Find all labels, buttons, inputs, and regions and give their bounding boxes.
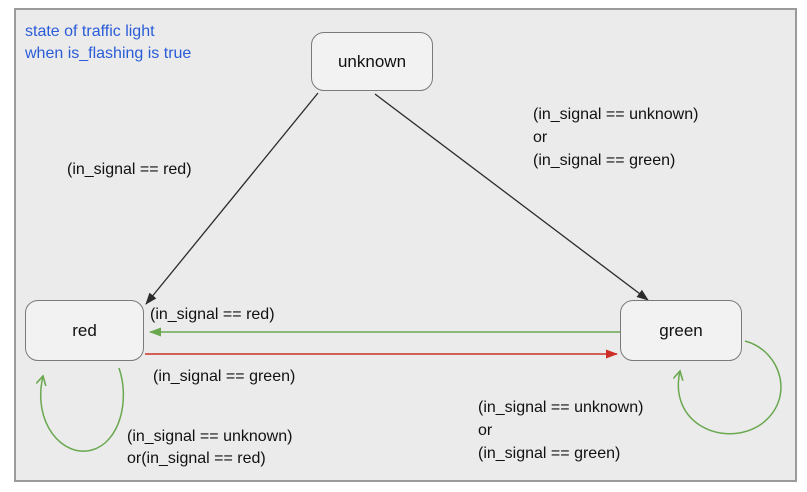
transition-green-self-loop-label-line3: (in_signal == green) <box>478 445 621 462</box>
transition-unknown-to-green-label-line1: (in_signal == unknown) <box>533 106 699 123</box>
transition-unknown-to-green-arrow[interactable] <box>374 93 649 301</box>
diagram-title-line1: state of traffic light <box>25 23 155 40</box>
transition-unknown-to-green-label: (in_signal == unknown) or (in_signal == … <box>533 103 698 172</box>
transition-green-to-red-label: (in_signal == red) <box>150 306 275 323</box>
transition-red-self-loop-label-line1: (in_signal == unknown) <box>127 428 293 445</box>
transition-green-self-loop-arrow[interactable] <box>678 340 782 435</box>
transition-green-self-loop-label: (in_signal == unknown) or (in_signal == … <box>478 396 643 465</box>
state-unknown[interactable]: unknown <box>311 32 433 91</box>
transition-red-self-loop-arrow[interactable] <box>41 367 125 452</box>
diagram-title: state of traffic light when is_flashing … <box>25 21 191 65</box>
transition-green-self-loop-label-line1: (in_signal == unknown) <box>478 399 644 416</box>
transition-unknown-to-green-label-line2: or <box>533 129 548 146</box>
state-diagram-panel: state of traffic light when is_flashing … <box>14 8 797 482</box>
state-green-label: green <box>659 320 703 340</box>
transition-green-self-loop-label-line2: or <box>478 422 493 439</box>
state-red[interactable]: red <box>25 300 144 361</box>
transition-red-to-green-label: (in_signal == green) <box>153 368 296 385</box>
state-green[interactable]: green <box>620 300 742 361</box>
state-red-label: red <box>72 320 97 340</box>
state-unknown-label: unknown <box>337 51 407 71</box>
diagram-title-line2: when is_flashing is true <box>25 45 192 62</box>
transition-arrows-layer <box>16 92 782 452</box>
transition-red-self-loop-label: (in_signal == unknown) or(in_signal == r… <box>127 426 292 470</box>
transition-unknown-to-red-arrow[interactable] <box>145 92 319 305</box>
transition-unknown-to-red-label: (in_signal == red) <box>67 161 192 178</box>
transition-unknown-to-green-label-line3: (in_signal == green) <box>533 152 676 169</box>
transition-red-self-loop-label-line2: or(in_signal == red) <box>127 450 266 467</box>
